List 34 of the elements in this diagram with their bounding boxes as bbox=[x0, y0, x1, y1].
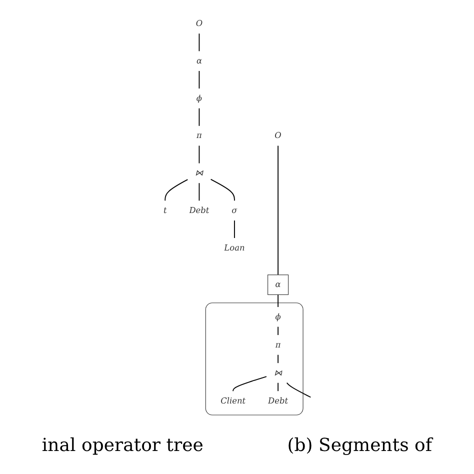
connector-line bbox=[210, 178, 235, 202]
node-text: O bbox=[274, 131, 282, 140]
node-text: Loan bbox=[224, 243, 245, 253]
caption: inal operator tree bbox=[42, 434, 204, 456]
connector-line bbox=[278, 354, 279, 364]
node-text: α bbox=[196, 56, 202, 66]
connector-line bbox=[278, 145, 279, 276]
connector-line bbox=[198, 182, 200, 202]
connector-line bbox=[198, 145, 200, 164]
connector-line bbox=[164, 179, 188, 202]
connector-line bbox=[278, 382, 279, 392]
connector-line bbox=[198, 70, 200, 89]
node-text: t bbox=[163, 206, 167, 216]
connector-line bbox=[198, 108, 200, 126]
node-text: π bbox=[275, 340, 281, 350]
node-text: Debt bbox=[268, 396, 288, 406]
node-text: ⋈ bbox=[274, 368, 282, 378]
node-text: ⋈ bbox=[195, 168, 204, 178]
node-text: Debt bbox=[189, 206, 210, 216]
connector-line bbox=[278, 326, 279, 336]
cluster bbox=[205, 302, 304, 416]
connector-line bbox=[232, 376, 267, 392]
node-text: O bbox=[196, 19, 203, 28]
connector-line bbox=[286, 382, 312, 398]
node-text: σ bbox=[232, 206, 238, 216]
node-text: Client bbox=[220, 396, 246, 406]
connector-line bbox=[198, 33, 200, 52]
node-text: π bbox=[196, 131, 202, 140]
node-box: α bbox=[268, 274, 289, 295]
connector-line bbox=[234, 220, 235, 238]
node-text: ϕ bbox=[275, 312, 281, 322]
caption: (b) Segments of bbox=[287, 434, 432, 456]
node-text: ϕ bbox=[196, 94, 202, 104]
connector-line bbox=[278, 294, 279, 308]
